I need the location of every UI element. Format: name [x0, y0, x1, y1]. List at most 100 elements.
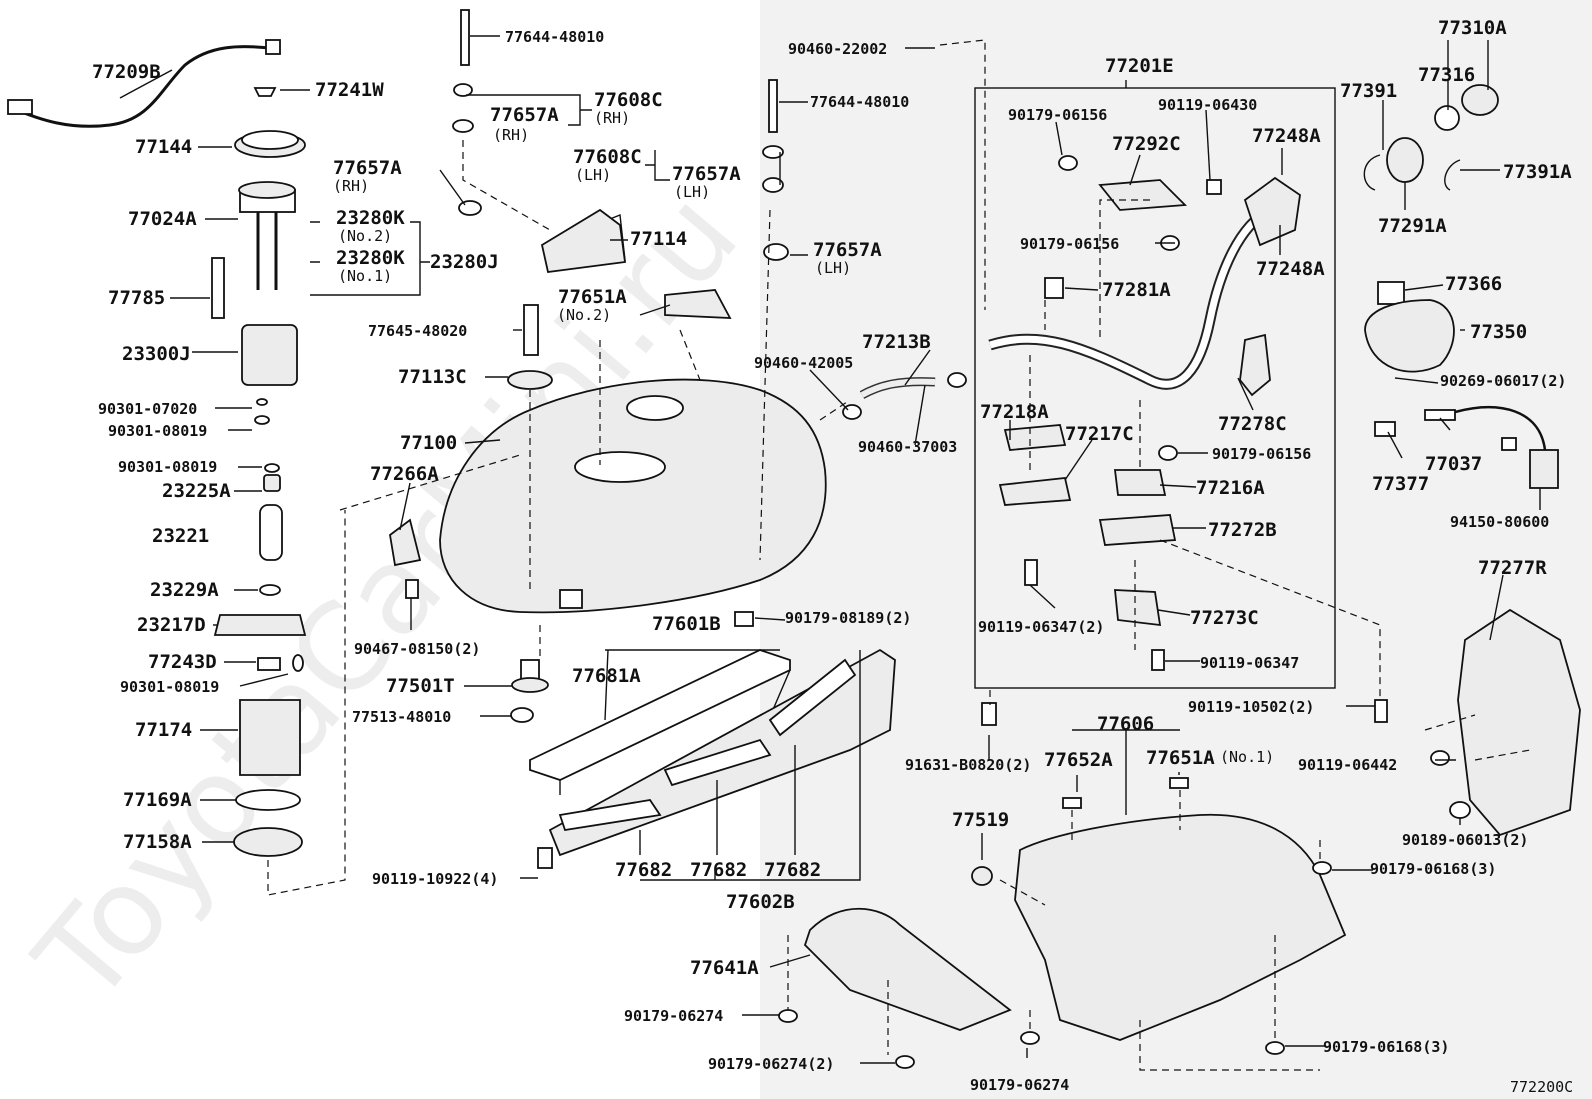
label-77366[interactable]: 77366: [1445, 273, 1502, 295]
label-77316[interactable]: 77316: [1418, 64, 1475, 86]
label-90119-06347[interactable]: 90119-06347: [1200, 654, 1299, 672]
label-90460-42005[interactable]: 90460-42005: [754, 354, 853, 372]
label-23221[interactable]: 23221: [152, 525, 209, 547]
label-77113C[interactable]: 77113C: [398, 366, 467, 388]
label-77158A[interactable]: 77158A: [123, 831, 192, 853]
label-90119-06442[interactable]: 90119-06442: [1298, 756, 1397, 774]
label-90179-06274-b[interactable]: 90179-06274(2): [708, 1055, 834, 1073]
label-77201E[interactable]: 77201E: [1105, 55, 1174, 77]
label-77657A-lh-b-note: (LH): [815, 259, 851, 277]
label-90179-06168-b[interactable]: 90179-06168(3): [1323, 1038, 1449, 1056]
label-77652A[interactable]: 77652A: [1044, 749, 1113, 771]
label-90179-06156-c[interactable]: 90179-06156: [1212, 445, 1311, 463]
label-77209B[interactable]: 77209B: [92, 61, 161, 83]
label-90179-06168-a[interactable]: 90179-06168(3): [1370, 860, 1496, 878]
label-77391A[interactable]: 77391A: [1503, 161, 1572, 183]
label-23300J[interactable]: 23300J: [122, 343, 191, 365]
label-77645-48020[interactable]: 77645-48020: [368, 322, 467, 340]
label-77291A[interactable]: 77291A: [1378, 215, 1447, 237]
label-90119-10922[interactable]: 90119-10922(4): [372, 870, 498, 888]
label-23217D[interactable]: 23217D: [137, 614, 206, 636]
label-77174[interactable]: 77174: [135, 719, 192, 741]
label-90460-37003[interactable]: 90460-37003: [858, 438, 957, 456]
label-23280K-no1[interactable]: 23280K: [336, 247, 405, 269]
part-labels: 77209B 77241W 77144 77024A 23280K (No.2)…: [92, 17, 1573, 1096]
label-90467-08150[interactable]: 90467-08150(2): [354, 640, 480, 658]
label-77277R[interactable]: 77277R: [1478, 557, 1547, 579]
label-77601B[interactable]: 77601B: [652, 613, 721, 635]
label-77682-b[interactable]: 77682: [690, 859, 747, 881]
label-23280K-no2[interactable]: 23280K: [336, 207, 405, 229]
label-77243D[interactable]: 77243D: [148, 651, 217, 673]
label-90179-08189[interactable]: 90179-08189(2): [785, 609, 911, 627]
label-77213B[interactable]: 77213B: [862, 331, 931, 353]
label-77377[interactable]: 77377: [1372, 473, 1429, 495]
label-77248A-a[interactable]: 77248A: [1252, 125, 1321, 147]
label-90179-06156-b[interactable]: 90179-06156: [1020, 235, 1119, 253]
label-90269-06017[interactable]: 90269-06017(2): [1440, 372, 1566, 390]
label-77292C[interactable]: 77292C: [1112, 133, 1181, 155]
label-90301-07020[interactable]: 90301-07020: [98, 400, 197, 418]
label-77608C-lh-note: (LH): [575, 166, 611, 184]
label-23280J[interactable]: 23280J: [430, 251, 499, 273]
label-77608C-lh[interactable]: 77608C: [573, 146, 642, 168]
label-77169A[interactable]: 77169A: [123, 789, 192, 811]
label-77785[interactable]: 77785: [108, 287, 165, 309]
label-77114[interactable]: 77114: [630, 228, 687, 250]
label-77602B[interactable]: 77602B: [726, 891, 795, 913]
label-90179-06274-a[interactable]: 90179-06274: [624, 1007, 723, 1025]
label-77606[interactable]: 77606: [1097, 713, 1154, 735]
label-90189-06013[interactable]: 90189-06013(2): [1402, 831, 1528, 849]
label-77216A[interactable]: 77216A: [1196, 477, 1265, 499]
label-77657A-lh-a[interactable]: 77657A: [672, 163, 741, 185]
label-91631-B0820[interactable]: 91631-B0820(2): [905, 756, 1031, 774]
label-77024A[interactable]: 77024A: [128, 208, 197, 230]
label-77651A-no1[interactable]: 77651A: [1146, 747, 1215, 769]
label-77278C[interactable]: 77278C: [1218, 413, 1287, 435]
label-77218A[interactable]: 77218A: [980, 401, 1049, 423]
label-77273C[interactable]: 77273C: [1190, 607, 1259, 629]
label-77501T[interactable]: 77501T: [386, 675, 455, 697]
label-77266A[interactable]: 77266A: [370, 463, 439, 485]
label-94150-80600[interactable]: 94150-80600: [1450, 513, 1549, 531]
label-90301-08019-c[interactable]: 90301-08019: [120, 678, 219, 696]
label-77100[interactable]: 77100: [400, 432, 457, 454]
label-77281A[interactable]: 77281A: [1102, 279, 1171, 301]
leader-lines: [119, 35, 1541, 1064]
label-77657A-rh-b[interactable]: 77657A: [333, 157, 402, 179]
label-77641A[interactable]: 77641A: [690, 957, 759, 979]
label-77241W[interactable]: 77241W: [315, 79, 384, 101]
label-90179-06156-a[interactable]: 90179-06156: [1008, 106, 1107, 124]
label-90119-10502[interactable]: 90119-10502(2): [1188, 698, 1314, 716]
label-77519[interactable]: 77519: [952, 809, 1009, 831]
label-90179-06274-c[interactable]: 90179-06274: [970, 1076, 1069, 1094]
label-77644-48010-b[interactable]: 77644-48010: [810, 93, 909, 111]
label-23229A[interactable]: 23229A: [150, 579, 219, 601]
label-77657A-rh-a-note: (RH): [493, 126, 529, 144]
label-77037[interactable]: 77037: [1425, 453, 1482, 475]
label-23225A[interactable]: 23225A: [162, 480, 231, 502]
label-77682-c[interactable]: 77682: [764, 859, 821, 881]
label-77513-48010[interactable]: 77513-48010: [352, 708, 451, 726]
label-77391[interactable]: 77391: [1340, 80, 1397, 102]
label-90301-08019-a[interactable]: 90301-08019: [108, 422, 207, 440]
label-77681A[interactable]: 77681A: [572, 665, 641, 687]
label-77272B[interactable]: 77272B: [1208, 519, 1277, 541]
label-90301-08019-b[interactable]: 90301-08019: [118, 458, 217, 476]
pump-assembly-graphics: [7, 39, 346, 896]
label-77217C[interactable]: 77217C: [1065, 423, 1134, 445]
label-77608C-rh[interactable]: 77608C: [594, 89, 663, 111]
label-77651A-no2[interactable]: 77651A: [558, 286, 627, 308]
label-77682-a[interactable]: 77682: [615, 859, 672, 881]
label-90119-06430[interactable]: 90119-06430: [1158, 96, 1257, 114]
label-90119-06347-2[interactable]: 90119-06347(2): [978, 618, 1104, 636]
label-77350[interactable]: 77350: [1470, 321, 1527, 343]
label-77310A[interactable]: 77310A: [1438, 17, 1507, 39]
label-77144[interactable]: 77144: [135, 136, 192, 158]
label-77248A-b[interactable]: 77248A: [1256, 258, 1325, 280]
label-90460-22002[interactable]: 90460-22002: [788, 40, 887, 58]
label-77644-48010-a[interactable]: 77644-48010: [505, 28, 604, 46]
label-77657A-rh-a[interactable]: 77657A: [490, 104, 559, 126]
label-77657A-lh-b[interactable]: 77657A: [813, 239, 882, 261]
